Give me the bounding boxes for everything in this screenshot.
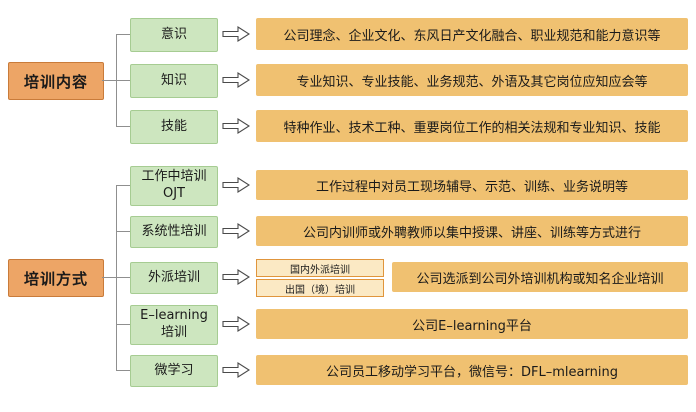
description-box: 公司员工移动学习平台，微信号：DFL–mlearning: [256, 355, 688, 385]
arrow-icon: [222, 72, 250, 88]
description-box: 公司E–learning平台: [256, 309, 688, 339]
description-box: 工作过程中对员工现场辅导、示范、训练、业务说明等: [256, 170, 688, 200]
description-text: 特种作业、技术工种、重要岗位工作的相关法规和专业知识、技能: [283, 120, 661, 136]
category-label: 微学习: [154, 362, 194, 378]
sub-option-domestic: 国内外派培训: [256, 259, 384, 277]
description-text: 专业知识、专业技能、业务规范、外语及其它岗位应知应会等: [296, 74, 648, 90]
category-box-microlearning: 微学习: [130, 355, 218, 387]
arrow-icon: [222, 177, 250, 193]
category-label: 外派培训: [147, 269, 200, 285]
sub-option-abroad: 出国（境）培训: [256, 279, 384, 297]
description-text: 公司员工移动学习平台，微信号：DFL–mlearning: [326, 364, 618, 380]
description-text: 公司选派到公司外培训机构或知名企业培训: [416, 271, 664, 287]
training-content-title-box: 培训内容: [8, 62, 104, 100]
arrow-icon: [222, 118, 250, 134]
connector-line: [116, 324, 130, 325]
category-box-knowledge: 知识: [130, 64, 218, 98]
category-box-dispatch: 外派培训: [130, 262, 218, 294]
arrow-icon: [222, 362, 250, 378]
arrow-icon: [222, 223, 250, 239]
connector-line: [116, 34, 130, 35]
category-label: 意识: [160, 26, 187, 42]
category-box-awareness: 意识: [130, 18, 218, 52]
category-label: 系统性培训: [141, 223, 207, 239]
arrow-icon: [222, 316, 250, 332]
category-label: 技能: [160, 118, 187, 134]
category-box-skill: 技能: [130, 110, 218, 144]
connector-line: [116, 126, 130, 127]
connector-line: [116, 277, 130, 278]
arrow-icon: [222, 269, 250, 285]
training-content-label: 培训内容: [23, 72, 88, 91]
connector-line: [116, 185, 130, 186]
connector-line: [102, 80, 116, 81]
sub-option-text: 出国（境）培训: [285, 284, 355, 296]
description-box: 公司内训师或外聘教师以集中授课、讲座、训练等方式进行: [256, 216, 688, 246]
description-text: 公司内训师或外聘教师以集中授课、讲座、训练等方式进行: [302, 225, 641, 241]
description-box: 公司选派到公司外培训机构或知名企业培训: [392, 262, 688, 292]
category-box-elearning: E–learning 培训: [130, 305, 218, 345]
training-method-title-box: 培训方式: [8, 259, 104, 297]
connector-line: [116, 80, 130, 81]
description-text: 公司E–learning平台: [412, 318, 532, 334]
category-label: 知识: [160, 72, 187, 88]
description-box: 专业知识、专业技能、业务规范、外语及其它岗位应知应会等: [256, 64, 688, 96]
connector-line: [102, 277, 116, 278]
connector-line: [116, 231, 130, 232]
category-box-ojt: 工作中培训 OJT: [130, 166, 218, 206]
description-text: 公司理念、企业文化、东风日产文化融合、职业规范和能力意识等: [283, 28, 661, 44]
description-text: 工作过程中对员工现场辅导、示范、训练、业务说明等: [315, 179, 628, 195]
connector-line: [116, 370, 130, 371]
description-box: 特种作业、技术工种、重要岗位工作的相关法规和专业知识、技能: [256, 110, 688, 142]
arrow-icon: [222, 26, 250, 42]
description-box: 公司理念、企业文化、东风日产文化融合、职业规范和能力意识等: [256, 18, 688, 50]
connector-line: [116, 185, 117, 371]
category-label: E–learning 培训: [140, 308, 208, 340]
category-label: 工作中培训 OJT: [141, 169, 207, 201]
training-method-label: 培训方式: [23, 269, 88, 288]
sub-option-text: 国内外派培训: [290, 264, 350, 276]
category-box-systematic: 系统性培训: [130, 216, 218, 248]
